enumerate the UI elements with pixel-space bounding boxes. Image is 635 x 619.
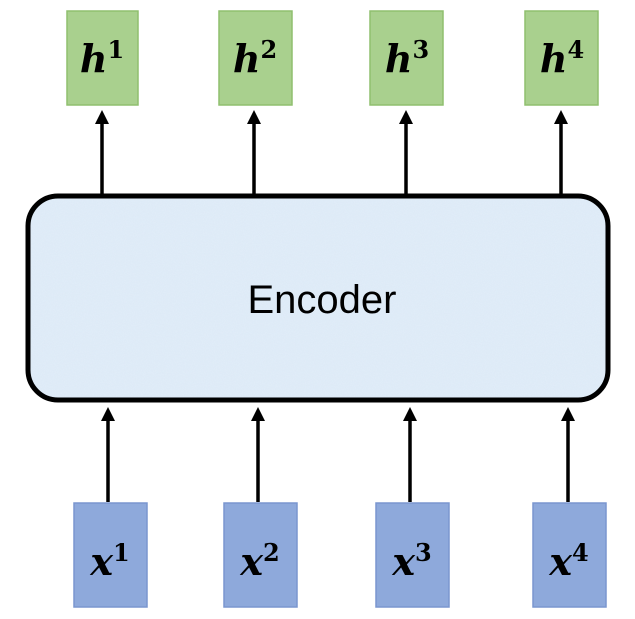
input-symbol: x xyxy=(239,539,264,584)
output-symbol: h xyxy=(233,36,261,81)
output-symbol: h xyxy=(80,36,108,81)
output-index: 1 xyxy=(107,35,124,64)
svg-text:h3: h3 xyxy=(385,35,429,81)
input-box-2: x2 xyxy=(223,502,298,608)
encoder-block: Encoder xyxy=(25,193,611,403)
svg-text:h4: h4 xyxy=(540,35,584,81)
svg-text:x1: x1 xyxy=(89,538,129,584)
input-symbol: x xyxy=(548,539,573,584)
input-index: 4 xyxy=(572,538,589,567)
svg-text:h1: h1 xyxy=(80,35,124,81)
output-box-1: h1 xyxy=(66,10,139,106)
svg-text:x3: x3 xyxy=(391,538,431,584)
output-index: 2 xyxy=(260,35,277,64)
input-index: 1 xyxy=(113,538,130,567)
input-box-3: x3 xyxy=(375,502,450,608)
svg-text:h2: h2 xyxy=(233,35,277,81)
input-symbol: x xyxy=(89,539,114,584)
output-box-2: h2 xyxy=(218,10,293,106)
output-index: 3 xyxy=(412,35,429,64)
input-box-4: x4 xyxy=(532,502,607,608)
output-index: 4 xyxy=(567,35,584,64)
input-symbol: x xyxy=(391,539,416,584)
output-box-3: h3 xyxy=(369,10,444,106)
input-index: 2 xyxy=(263,538,280,567)
input-index: 3 xyxy=(415,538,432,567)
output-box-4: h4 xyxy=(524,10,599,106)
output-symbol: h xyxy=(540,36,568,81)
output-symbol: h xyxy=(385,36,413,81)
svg-text:x2: x2 xyxy=(239,538,279,584)
svg-text:x4: x4 xyxy=(548,538,588,584)
input-box-1: x1 xyxy=(73,502,148,608)
encoder-label: Encoder xyxy=(248,278,397,322)
